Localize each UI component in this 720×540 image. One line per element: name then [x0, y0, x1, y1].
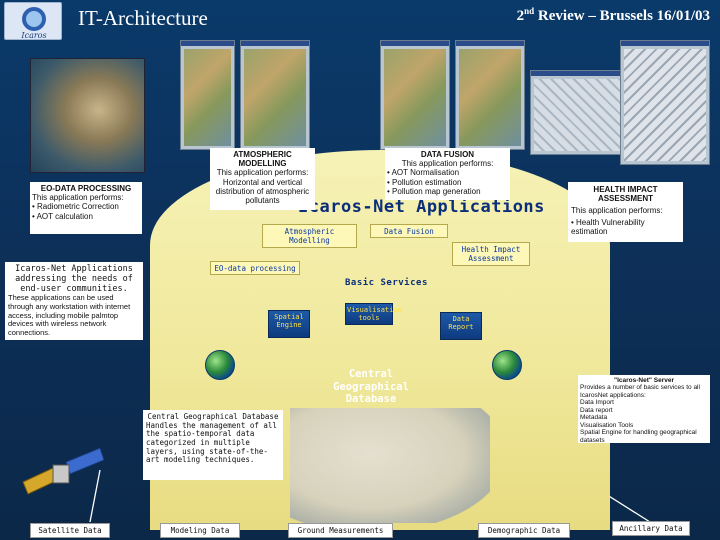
eo-intro: This application performs:: [32, 193, 124, 203]
health-panel: HEALTH IMPACT ASSESSMENT This applicatio…: [568, 182, 683, 242]
fusion-intro: This application performs:: [401, 159, 494, 169]
app-eo-box[interactable]: EO-data processing: [210, 261, 300, 275]
server-body: Provides a number of basic services to a…: [580, 384, 700, 399]
atmos-body: This application performs: Horizontal an…: [215, 168, 310, 205]
spatial-engine-button[interactable]: Spatial Engine: [268, 310, 310, 338]
fusion-item-1: • Pollution estimation: [387, 177, 462, 187]
tab-modeling-data[interactable]: Modeling Data: [160, 523, 240, 538]
greece-map: [290, 408, 490, 523]
icaros-logo: Icaros: [4, 2, 62, 40]
dome-arc-title: Icaros-Net Applications: [298, 197, 545, 217]
icaros-apps-title: Icaros-Net Applications addressing the n…: [15, 264, 133, 294]
cgd-desc-panel: Central Geographical Database Handles th…: [143, 410, 283, 480]
cgd-desc-title: Central Geographical Database: [147, 412, 279, 421]
tab-demographic-data[interactable]: Demographic Data: [478, 523, 570, 538]
review-caption: 2nd Review – Brussels 16/01/03: [517, 6, 710, 25]
cgd-desc-body: Handles the management of all the spatio…: [146, 420, 277, 465]
tab-ground-measurements[interactable]: Ground Measurements: [288, 523, 393, 538]
eo-panel: EO-DATA PROCESSING This application perf…: [30, 182, 142, 234]
server-item: Metadata: [580, 414, 608, 422]
eo-item-1: • AOT calculation: [32, 211, 93, 221]
icaros-apps-body: These applications can be used through a…: [8, 293, 131, 337]
data-report-button[interactable]: Data Report: [440, 312, 482, 340]
health-intro: This application performs:: [571, 206, 663, 216]
app-atmos-box[interactable]: Atmospheric Modelling: [262, 224, 357, 248]
satellite-photo: [30, 58, 145, 173]
app-screenshot-3: [380, 40, 450, 150]
health-title: HEALTH IMPACT ASSESSMENT: [593, 185, 658, 204]
atmos-panel: ATMOSPHERIC MODELLING This application p…: [210, 148, 315, 210]
server-item: Data Import: [580, 399, 614, 407]
cgd-label: Central Geographical Database: [333, 368, 409, 406]
server-item: Visualisation Tools: [580, 421, 634, 429]
server-item: Data report: [580, 406, 613, 414]
fusion-item-0: • AOT Normalisation: [387, 168, 460, 178]
app-screenshot-6: [620, 40, 710, 165]
atmos-title: ATMOSPHERIC MODELLING: [233, 150, 292, 169]
fusion-item-2: • Pollution map generation: [387, 186, 481, 196]
server-title: "Icaros-Net" Server: [614, 377, 674, 384]
app-screenshot-1: [180, 40, 235, 150]
satellite-icon: [22, 447, 105, 495]
page-title: IT-Architecture: [78, 6, 208, 30]
logo-text: Icaros: [20, 31, 46, 40]
server-item: Spatial Engine for handling geographical…: [580, 429, 697, 444]
tab-satellite-data[interactable]: Satellite Data: [30, 523, 110, 538]
dome-arc-sub: Basic Services: [345, 278, 428, 288]
vis-tools-button[interactable]: Visualisation tools: [345, 303, 402, 325]
app-health-box[interactable]: Health Impact Assessment: [452, 242, 530, 266]
tab-ancillary-data[interactable]: Ancillary Data: [612, 521, 690, 536]
logo-emblem-icon: Icaros: [20, 7, 47, 40]
eo-item-0: • Radiometric Correction: [32, 202, 119, 212]
globe-icon: [492, 350, 522, 380]
server-panel: "Icaros-Net" Server Provides a number of…: [578, 375, 710, 444]
icaros-apps-panel: Icaros-Net Applications addressing the n…: [5, 262, 143, 340]
fusion-panel: DATA FUSION This application performs: •…: [385, 148, 510, 200]
review-sup: nd: [524, 6, 535, 16]
app-fusion-box[interactable]: Data Fusion: [370, 224, 448, 238]
app-screenshot-2: [240, 40, 310, 150]
review-prefix: 2: [516, 8, 525, 24]
review-rest: Review – Brussels 16/01/03: [534, 8, 710, 24]
health-item-0: • Health Vulnerability estimation: [571, 217, 645, 236]
fusion-title: DATA FUSION: [420, 150, 475, 159]
app-screenshot-4: [455, 40, 525, 150]
eo-title: EO-DATA PROCESSING: [40, 184, 132, 193]
globe-icon: [205, 350, 235, 380]
